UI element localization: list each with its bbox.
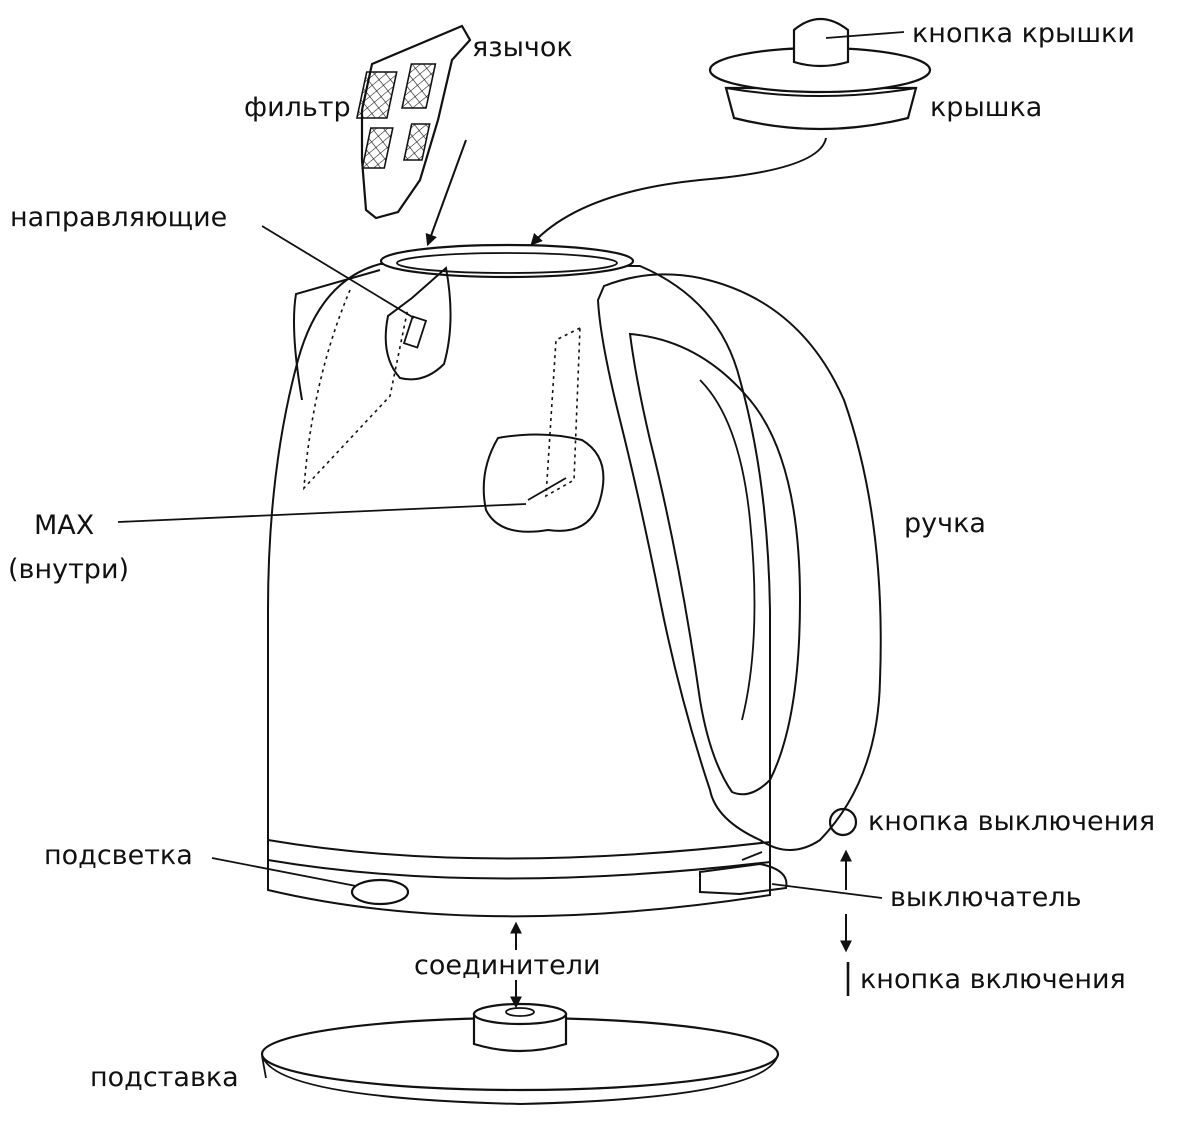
filter-arrow (425, 139, 467, 247)
label-handle: ручка (904, 508, 986, 539)
leader-lid-button (825, 31, 905, 39)
leader-backlight (211, 857, 357, 887)
kettle-body (267, 243, 788, 918)
leader-max (117, 503, 527, 523)
label-max-inside: (внутри) (8, 554, 129, 585)
label-switch: выключатель (890, 882, 1082, 913)
label-tongue: язычок (472, 32, 573, 63)
leader-guides (261, 225, 415, 319)
label-lid: крышка (930, 92, 1042, 123)
leader-stand (261, 1055, 267, 1079)
label-filter: фильтр (244, 92, 351, 123)
label-off-button: кнопка выключения (868, 806, 1155, 837)
filter-part (355, 24, 472, 220)
label-backlight: подсветка (44, 840, 193, 871)
off-symbol-icon (828, 807, 858, 837)
kettle-stand (260, 1002, 780, 1106)
lid-part (708, 18, 932, 131)
label-on-button: кнопка включения (860, 964, 1126, 995)
lid-arrow (530, 137, 827, 246)
label-connectors: соединители (414, 950, 601, 981)
kettle-handle (596, 273, 882, 851)
leader-switch (771, 883, 883, 899)
label-stand: подставка (90, 1062, 239, 1093)
label-guides: направляющие (10, 202, 227, 233)
label-max: MAX (34, 510, 94, 541)
label-lid-button: кнопка крышки (912, 18, 1135, 49)
